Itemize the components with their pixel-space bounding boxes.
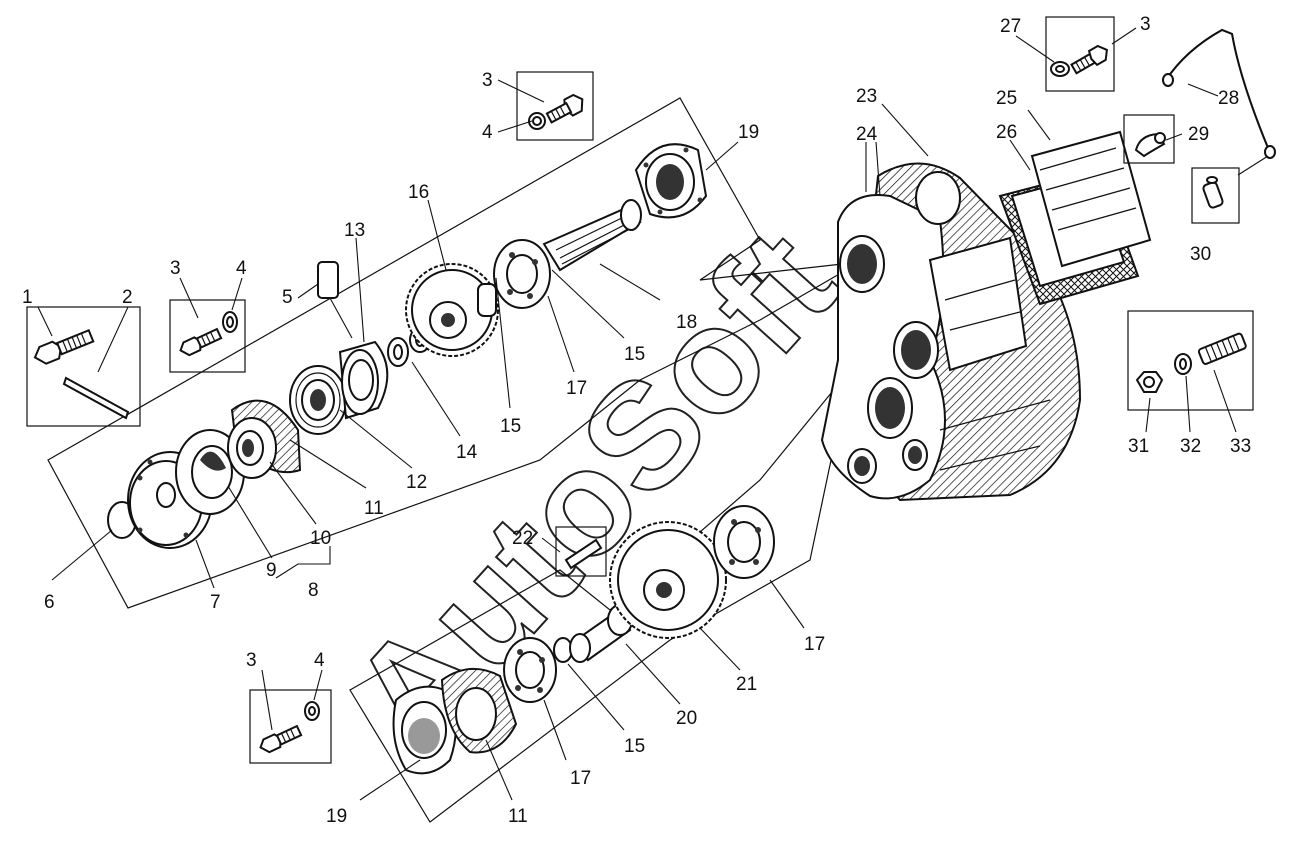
callout-4: 4 (314, 650, 325, 671)
splined-shaft-part-18 (542, 199, 642, 272)
inset-box-fitting-30 (1191, 167, 1240, 224)
callout-8: 8 (308, 580, 319, 601)
callout-16: 16 (408, 182, 429, 203)
callout-2: 2 (122, 287, 133, 308)
callout-10: 10 (310, 528, 331, 549)
callout-17: 17 (570, 768, 591, 789)
callout-7: 7 (210, 592, 221, 613)
cover-plate-part-25 (998, 130, 1152, 306)
pipe-part-28 (1162, 28, 1276, 159)
callout-1: 1 (22, 287, 33, 308)
callout-28: 28 (1218, 88, 1239, 109)
inset-box-bolt-washer-left (169, 299, 246, 373)
leader-lines (37, 27, 1269, 801)
callout-labels: 1 2 3 4 5 13 16 3 4 19 23 24 27 3 25 26 … (22, 14, 1251, 827)
upper-shaft-train (107, 143, 708, 549)
callout-3: 3 (1140, 14, 1151, 35)
callout-17: 17 (804, 634, 825, 655)
callout-4: 4 (236, 258, 247, 279)
inset-box-key-22 (555, 526, 607, 577)
inset-box-bolt-pin (26, 306, 141, 427)
pin-part-5 (317, 261, 339, 299)
cover-part-19-bottom (392, 685, 457, 775)
callout-6: 6 (44, 592, 55, 613)
callout-23: 23 (856, 86, 877, 107)
pin-part-2 (62, 376, 130, 420)
callout-14: 14 (456, 442, 478, 463)
callout-24: 24 (856, 124, 878, 145)
bearing-part-12 (289, 365, 347, 435)
callout-4: 4 (482, 122, 493, 143)
bolt-part-1 (33, 329, 95, 365)
sleeve-part-13 (338, 340, 389, 420)
callout-30: 30 (1190, 244, 1211, 265)
callout-3: 3 (482, 70, 493, 91)
callout-11: 11 (508, 806, 528, 827)
inset-box-stud-nut (1127, 310, 1254, 411)
callout-29: 29 (1188, 124, 1209, 145)
inset-box-bolt-washer-right-top (1045, 16, 1115, 92)
callout-25: 25 (996, 88, 1017, 109)
callout-15: 15 (500, 416, 521, 437)
cover-part-19-top (634, 143, 708, 219)
callout-22: 22 (512, 528, 533, 549)
gear-part-16 (405, 263, 499, 357)
shaft-part-20 (569, 604, 633, 663)
inset-box-bolt-washer-bottom (249, 689, 332, 764)
callout-20: 20 (676, 708, 697, 729)
callout-19: 19 (738, 122, 759, 143)
bearing-part-17-top (493, 239, 551, 309)
cover-part-9 (175, 429, 245, 515)
lower-shaft-train (392, 505, 775, 775)
callout-3: 3 (170, 258, 181, 279)
bearing-part-17-bottom (503, 637, 557, 703)
gear-part-21 (609, 521, 727, 639)
inset-box-bolt-washer-top (516, 71, 594, 141)
fitting-part-29 (1123, 114, 1175, 164)
bearing-part-17-right (713, 505, 775, 579)
callout-11: 11 (364, 498, 384, 519)
callout-15: 15 (624, 344, 645, 365)
callout-17: 17 (566, 378, 587, 399)
callout-31: 31 (1128, 436, 1149, 457)
callout-3: 3 (246, 650, 257, 671)
callout-12: 12 (406, 472, 427, 493)
callout-26: 26 (996, 122, 1017, 143)
callout-15: 15 (624, 736, 645, 757)
callout-27: 27 (1000, 16, 1021, 37)
callout-18: 18 (676, 312, 697, 333)
callout-32: 32 (1180, 436, 1201, 457)
callout-5: 5 (282, 287, 293, 308)
seal-housing-part-10 (227, 399, 302, 479)
callout-9: 9 (266, 560, 277, 581)
callout-19: 19 (326, 806, 347, 827)
callout-13: 13 (344, 220, 365, 241)
callout-33: 33 (1230, 436, 1251, 457)
gasket-part-11-bottom (440, 667, 518, 754)
callout-21: 21 (736, 674, 757, 695)
